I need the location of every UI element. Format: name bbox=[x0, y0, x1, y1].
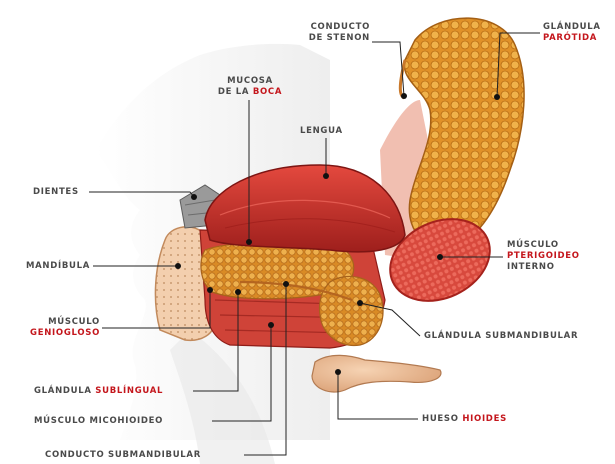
label-mucosa-boca-line2: DE LA BOCA bbox=[205, 87, 295, 98]
hyoid-bone bbox=[312, 355, 441, 392]
label-conducto-submandibular: CONDUCTO SUBMANDIBULAR bbox=[45, 450, 201, 461]
label-hueso-hioides-part-a: HUESO bbox=[422, 414, 462, 424]
label-mucosa-boca-part-a: DE LA bbox=[218, 87, 253, 97]
label-musculo-pterigoideo-line2: PTERIGOIDEO bbox=[507, 251, 580, 262]
label-musculo-micohioideo: MÚSCULO MICOHIOIDEO bbox=[34, 416, 163, 427]
submandibular-gland bbox=[319, 276, 383, 345]
label-glandula-sublingual: GLÁNDULA SUBLÍNGUAL bbox=[34, 386, 163, 397]
label-musculo-geniogloso-line2: GENIOGLOSO bbox=[20, 328, 100, 339]
label-conducto-stenon: CONDUCTO DE STENON bbox=[290, 22, 370, 44]
label-hueso-hioides-part-b: HIOIDES bbox=[462, 414, 507, 424]
label-mucosa-boca-part-b: BOCA bbox=[253, 87, 282, 97]
label-glandula-sublingual-part-a: GLÁNDULA bbox=[34, 386, 95, 396]
label-musculo-geniogloso-line1: MÚSCULO bbox=[20, 317, 100, 328]
label-glandula-sublingual-part-b: SUBLÍNGUAL bbox=[95, 386, 163, 396]
label-musculo-pterigoideo-line1: MÚSCULO bbox=[507, 240, 580, 251]
label-hueso-hioides: HUESO HIOIDES bbox=[422, 414, 507, 425]
label-mucosa-boca-line1: MUCOSA bbox=[205, 76, 295, 87]
label-dientes: DIENTES bbox=[33, 187, 79, 198]
label-lengua: LENGUA bbox=[300, 126, 343, 137]
label-glandula-parotida-line2: PARÓTIDA bbox=[543, 33, 601, 44]
label-musculo-pterigoideo: MÚSCULO PTERIGOIDEO INTERNO bbox=[507, 240, 580, 273]
label-musculo-pterigoideo-line3: INTERNO bbox=[507, 262, 580, 273]
label-mandibula: MANDÍBULA bbox=[26, 261, 90, 272]
label-glandula-submandibular: GLÁNDULA SUBMANDIBULAR bbox=[424, 331, 578, 342]
label-glandula-parotida-line1: GLÁNDULA bbox=[543, 22, 601, 33]
label-musculo-geniogloso: MÚSCULO GENIOGLOSO bbox=[20, 317, 100, 339]
label-glandula-parotida: GLÁNDULA PARÓTIDA bbox=[543, 22, 601, 44]
label-conducto-stenon-line1: CONDUCTO bbox=[290, 22, 370, 33]
label-mucosa-boca: MUCOSA DE LA BOCA bbox=[205, 76, 295, 98]
label-conducto-stenon-line2: DE STENON bbox=[290, 33, 370, 44]
